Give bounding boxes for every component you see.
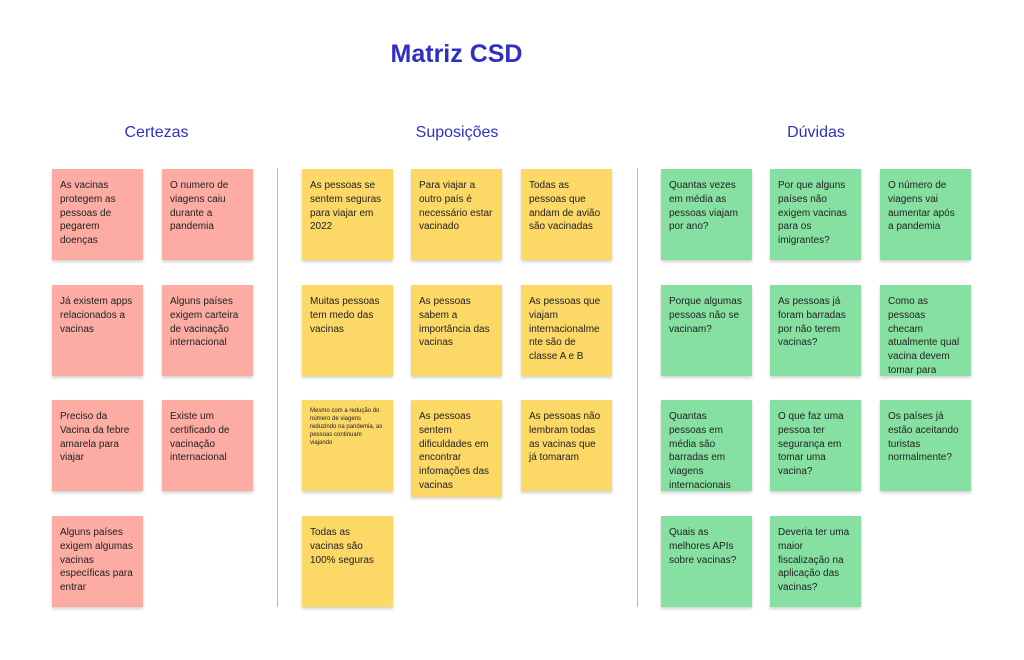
board-title: Matriz CSD bbox=[390, 40, 523, 68]
sticky-note-suposicao[interactable]: Muitas pessoas tem medo das vacinas bbox=[302, 285, 393, 376]
sticky-note-suposicao[interactable]: As pessoas sabem a importância das vacin… bbox=[411, 285, 502, 376]
sticky-note-certeza[interactable]: Alguns países exigem algumas vacinas esp… bbox=[52, 516, 143, 607]
sticky-note-certeza[interactable]: Já existem apps relacionados a vacinas bbox=[52, 285, 143, 376]
sticky-note-duvida[interactable]: Porque algumas pessoas não se vacinam? bbox=[661, 285, 752, 376]
sticky-note-suposicao[interactable]: As pessoas não lembram todas as vacinas … bbox=[521, 400, 612, 491]
column-divider-left bbox=[277, 168, 278, 607]
sticky-note-duvida[interactable]: Os países já estão aceitando turistas no… bbox=[880, 400, 971, 491]
sticky-note-suposicao[interactable]: As pessoas se sentem seguras para viajar… bbox=[302, 169, 393, 260]
sticky-note-suposicao[interactable]: Para viajar a outro país é necessário es… bbox=[411, 169, 502, 260]
sticky-note-suposicao[interactable]: Todas as pessoas que andam de avião são … bbox=[521, 169, 612, 260]
sticky-note-certeza[interactable]: O numero de viagens caiu durante a pande… bbox=[162, 169, 253, 260]
sticky-note-certeza[interactable]: Existe um certificado de vacinação inter… bbox=[162, 400, 253, 491]
sticky-note-duvida[interactable]: Quantas pessoas em média são barradas em… bbox=[661, 400, 752, 491]
sticky-note-certeza[interactable]: Alguns países exigem carteira de vacinaç… bbox=[162, 285, 253, 376]
sticky-note-suposicao[interactable]: As pessoas que viajam internacionalmente… bbox=[521, 285, 612, 376]
sticky-note-duvida[interactable]: Por que alguns países não exigem vacinas… bbox=[770, 169, 861, 260]
sticky-note-duvida[interactable]: Quantas vezes em média as pessoas viajam… bbox=[661, 169, 752, 260]
column-title-duvidas: Dúvidas bbox=[787, 124, 845, 141]
column-title-suposicoes: Suposições bbox=[415, 124, 499, 141]
sticky-note-certeza[interactable]: Preciso da Vacina da febre amarela para … bbox=[52, 400, 143, 491]
column-title-certezas: Certezas bbox=[124, 124, 189, 141]
sticky-note-suposicao[interactable]: As pessoas sentem dificuldades em encont… bbox=[411, 400, 502, 497]
sticky-note-suposicao[interactable]: Mesmo com a redução do número de viagens… bbox=[302, 400, 393, 491]
sticky-note-suposicao[interactable]: Todas as vacinas são 100% seguras bbox=[302, 516, 393, 607]
sticky-note-duvida[interactable]: Deveria ter uma maior fiscalização na ap… bbox=[770, 516, 861, 607]
sticky-note-duvida[interactable]: O que faz uma pessoa ter segurança em to… bbox=[770, 400, 861, 491]
sticky-note-duvida[interactable]: Quais as melhores APIs sobre vacinas? bbox=[661, 516, 752, 607]
sticky-note-duvida[interactable]: As pessoas já foram barradas por não ter… bbox=[770, 285, 861, 376]
sticky-note-duvida[interactable]: Como as pessoas checam atualmente qual v… bbox=[880, 285, 971, 376]
sticky-note-duvida[interactable]: O número de viagens vai aumentar após a … bbox=[880, 169, 971, 260]
sticky-note-certeza[interactable]: As vacinas protegem as pessoas de pegare… bbox=[52, 169, 143, 260]
column-divider-right bbox=[637, 168, 638, 607]
